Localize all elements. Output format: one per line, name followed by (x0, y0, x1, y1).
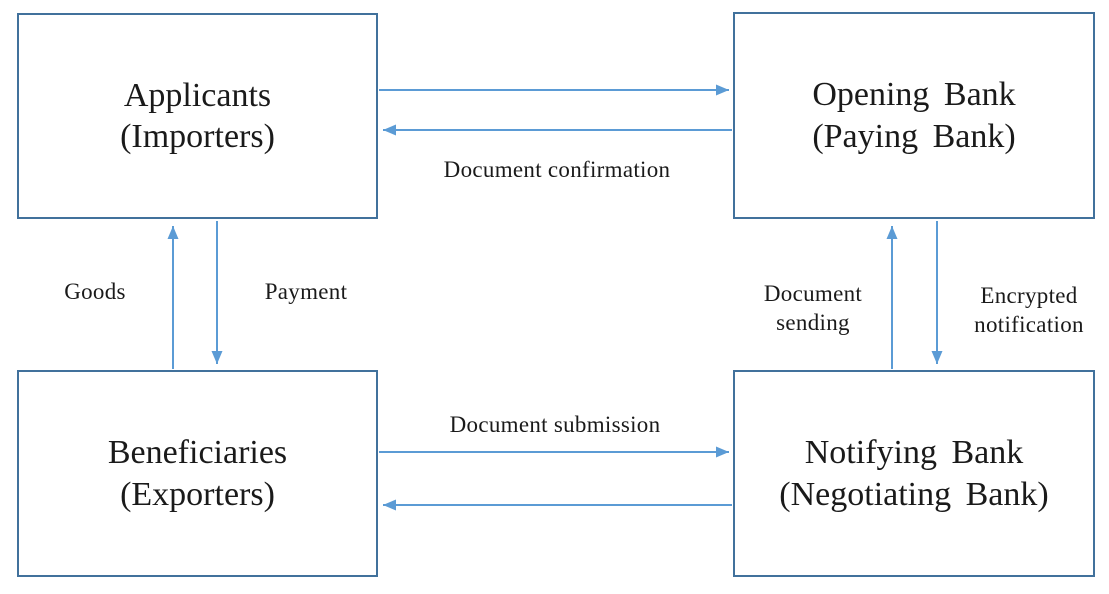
node-opening-bank-subtitle: (Paying Bank) (812, 117, 1016, 155)
node-applicants-title: Applicants (123, 76, 272, 114)
node-applicants: Applicants (Importers) (17, 13, 378, 219)
node-notifying-bank-title: Notifying Bank (804, 434, 1024, 472)
node-beneficiaries-subtitle: (Exporters) (120, 475, 275, 513)
node-beneficiaries-title: Beneficiaries (107, 434, 288, 472)
node-opening-bank-title: Opening Bank (812, 76, 1016, 114)
edge-label-encrypted-notification: Encrypted notification (974, 283, 1084, 337)
edge-label-goods: Goods (64, 279, 126, 304)
node-applicants-subtitle: (Importers) (120, 118, 275, 155)
node-opening-bank: Opening Bank (Paying Bank) (733, 12, 1095, 219)
edge-label-document-submission: Document submission (449, 412, 661, 437)
edge-label-document-confirmation: Document confirmation (443, 157, 671, 182)
edge-label-document-sending: Document sending (763, 281, 863, 335)
node-notifying-bank: Notifying Bank (Negotiating Bank) (733, 370, 1095, 577)
edge-label-payment: Payment (264, 279, 348, 304)
node-notifying-bank-subtitle: (Negotiating Bank) (779, 475, 1049, 513)
node-beneficiaries: Beneficiaries (Exporters) (17, 370, 378, 577)
